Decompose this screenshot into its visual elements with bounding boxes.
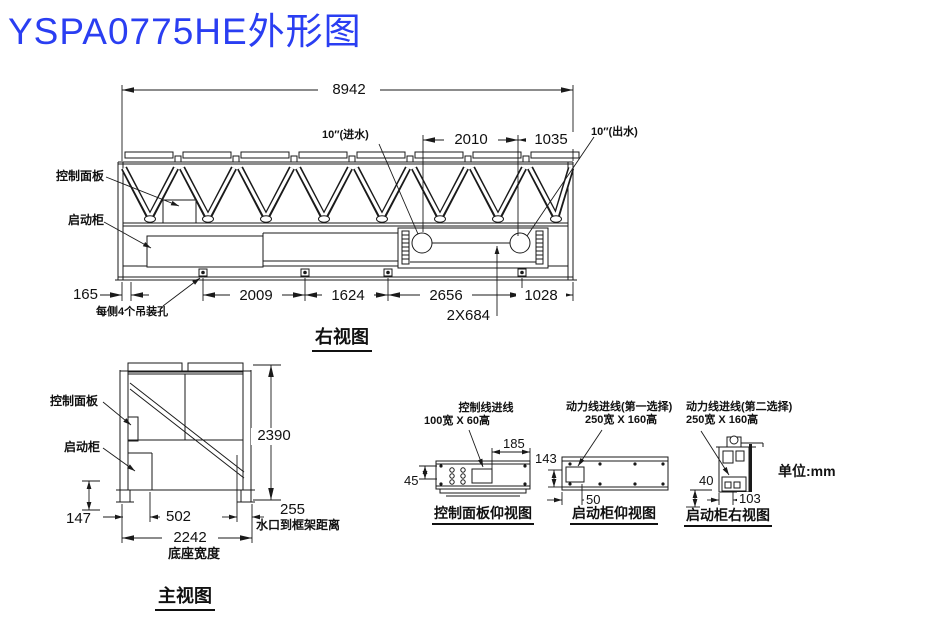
base-width-label: 底座宽度: [167, 546, 220, 561]
detail-b-title: 启动柜仰视图: [570, 505, 658, 526]
units-note: 单位:mm: [778, 463, 836, 479]
front-frame: [116, 362, 255, 503]
dim-103: 103: [737, 491, 763, 507]
dim-span3: 2656: [420, 287, 472, 305]
dim-143: 143: [535, 451, 557, 466]
inlet-connection: [411, 232, 433, 254]
power-wire-inlet-2: [721, 476, 747, 492]
outlet-label: 10″(出水): [591, 126, 638, 138]
dim-40: 40: [699, 473, 714, 488]
right-view-drawing: [100, 85, 595, 316]
detail-c-note2: 250宽 X 160高: [686, 414, 759, 426]
port-to-frame-label: 水口到框架距离: [256, 518, 341, 532]
front-view-title: 主视图: [155, 586, 215, 611]
control-panel-box: [162, 199, 197, 224]
detail-c-title: 启动柜右视图: [684, 507, 772, 528]
dim-outlet-span: 1035: [526, 131, 576, 149]
coil-feet: [144, 215, 562, 223]
dim-255: 255: [280, 501, 306, 518]
control-wire-inlet: [471, 468, 493, 484]
mid-panel: [262, 228, 399, 268]
dim-height: 2390: [251, 427, 297, 445]
outlet-connection: [509, 232, 531, 254]
coil-v-inner: [122, 167, 573, 218]
detail-b-note1: 动力线进线(第一选择): [566, 401, 673, 413]
dim-span2: 1624: [322, 287, 374, 305]
detail-b-note2: 250宽 X 160高: [585, 414, 658, 426]
dim-ports: 2X684: [446, 307, 490, 324]
pipe-section: [397, 227, 549, 269]
rv-control-panel-label: 控制面板: [56, 169, 105, 183]
dim-left-offset: 165: [72, 286, 98, 303]
power-wire-inlet-1: [565, 466, 585, 483]
detail-a-note1: 控制线进线: [458, 402, 514, 414]
dim-45: 45: [404, 473, 419, 488]
detail-starter-right: [686, 430, 764, 508]
lifting-holes-label: 每侧4个吊装孔: [96, 306, 169, 318]
right-view-title: 右视图: [312, 327, 372, 352]
detail-c-note1: 动力线进线(第二选择): [686, 401, 793, 413]
front-view-dimensions: [82, 364, 281, 543]
dim-inlet-span: 2010: [444, 131, 498, 149]
dim-span4: 1028: [516, 287, 566, 305]
dim-span1: 2009: [230, 287, 282, 305]
cable-gland: [729, 435, 739, 445]
fv-starter-cabinet-label: 启动柜: [64, 440, 101, 454]
detail-control-panel-bottom: [419, 429, 531, 497]
dim-502: 502: [166, 508, 192, 525]
detail-a-title: 控制面板仰视图: [432, 505, 534, 526]
starter-cabinet-box: [146, 235, 264, 268]
fv-control-panel-label: 控制面板: [50, 394, 99, 408]
rv-starter-cabinet-label: 启动柜: [68, 213, 105, 227]
front-view-drawing: [82, 362, 281, 543]
page-title: YSPA0775HE外形图: [8, 11, 362, 52]
dim-185: 185: [503, 436, 525, 451]
lifting-holes: [198, 268, 527, 277]
detail-starter-bottom: [547, 429, 669, 505]
inlet-label: 10″(进水): [322, 129, 369, 141]
front-control-panel-box: [127, 416, 139, 442]
dim-base-width: 2242: [162, 529, 218, 547]
dim-147: 147: [66, 510, 92, 527]
detail-a-note2: 100宽 X 60高: [424, 415, 491, 427]
dim-total-length: 8942: [318, 81, 380, 99]
dim-50: 50: [584, 492, 603, 508]
fan-deck-sections: [124, 151, 580, 163]
